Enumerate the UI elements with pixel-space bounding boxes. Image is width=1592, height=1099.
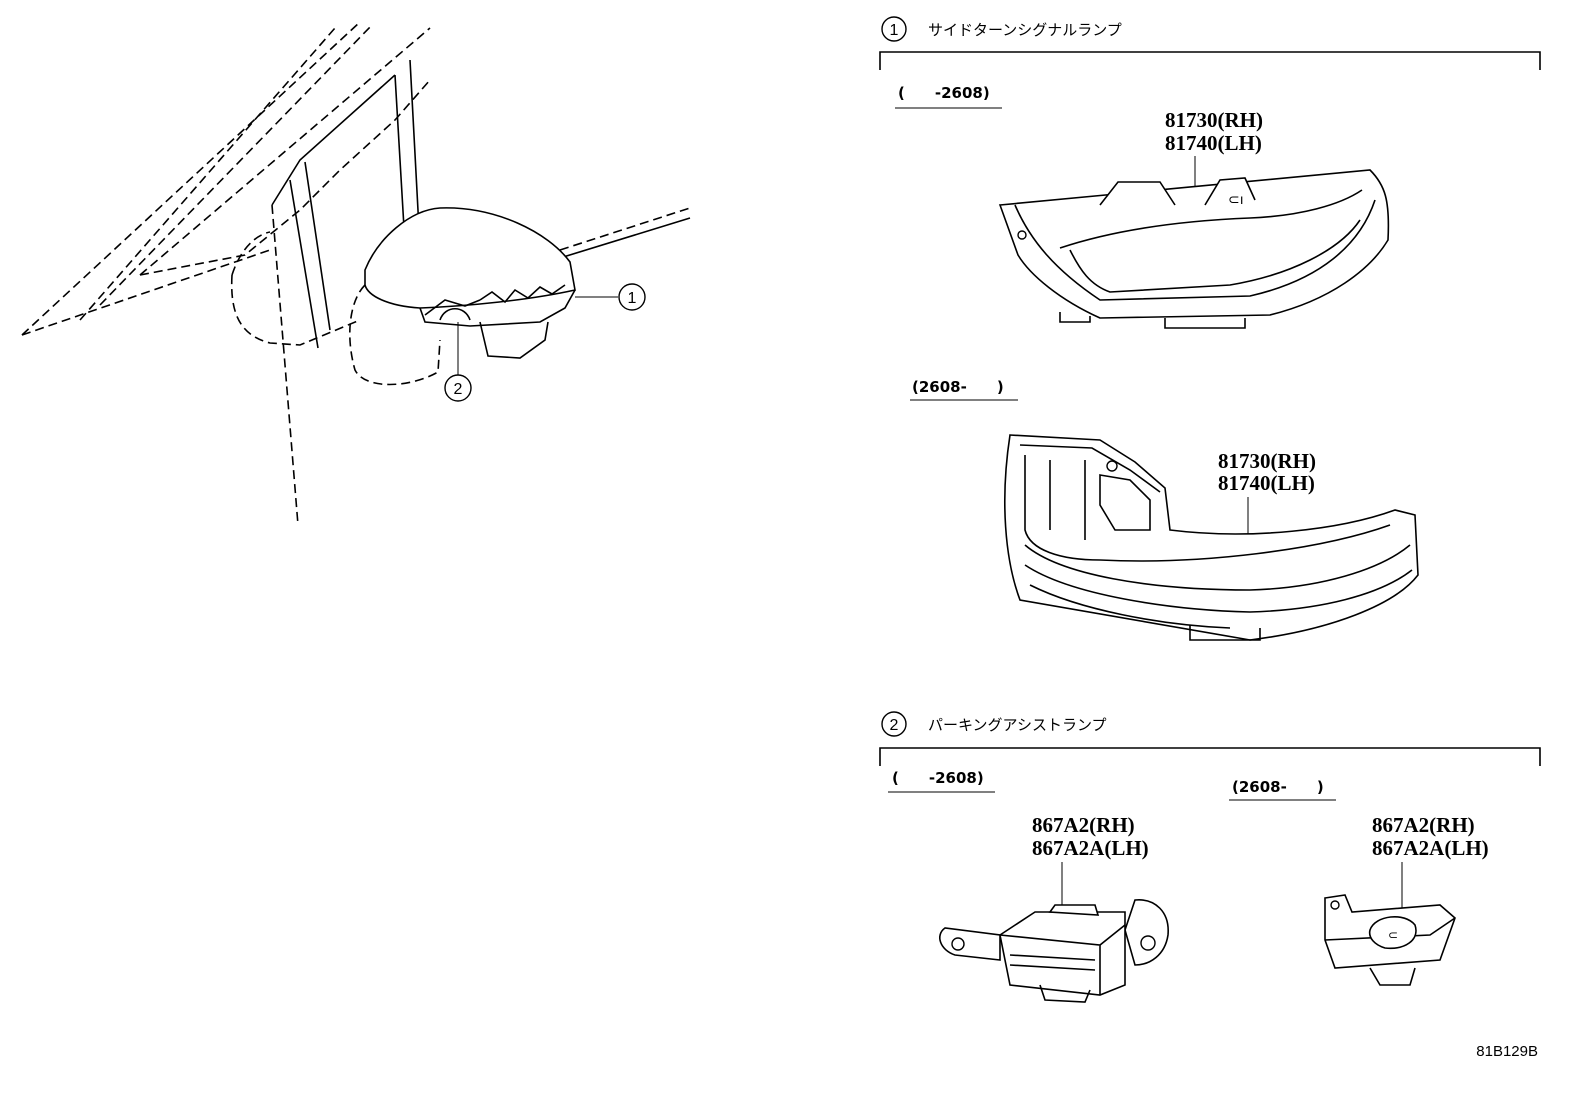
- section-2-number: 2: [890, 717, 899, 734]
- section-1-early-part-lh: 81740(LH): [1165, 131, 1262, 155]
- section-1-side-turn-signal-lamp: 1 サイドターンシグナルランプ ( -2608) 81730(RH) 81740…: [879, 16, 1541, 641]
- callout-1-circle: [618, 283, 646, 311]
- figure-code: 81B129B: [1476, 1043, 1538, 1060]
- callout-2-label: 2: [454, 381, 463, 398]
- section-2-range-early: ( -2608): [892, 769, 984, 787]
- section-1-range-early: ( -2608): [898, 84, 990, 102]
- turn-signal-lamp-late-drawing: [1004, 434, 1419, 641]
- section-1-late-part-lh: 81740(LH): [1218, 471, 1315, 495]
- turn-signal-lamp-early-drawing: ⊂ı: [998, 169, 1390, 329]
- section-1-range-late: (2608- ): [912, 378, 1004, 396]
- svg-text:⊂: ⊂: [1388, 928, 1398, 942]
- svg-text:⊂ı: ⊂ı: [1228, 191, 1244, 207]
- section-1-bracket: [879, 51, 1541, 70]
- section-2-number-circle: [881, 711, 907, 737]
- vehicle-mirror-overview: 1 2: [21, 21, 691, 526]
- section-2-bracket: [879, 747, 1541, 766]
- section-1-late-part-rh: 81730(RH): [1218, 449, 1316, 473]
- section-2-title: パーキングアシストランプ: [928, 716, 1107, 734]
- section-1-number: 1: [890, 22, 899, 39]
- parking-assist-lamp-early-drawing: [939, 899, 1169, 1003]
- parking-assist-lamp-late-drawing: ⊂: [1324, 894, 1456, 986]
- section-2-late-part-rh: 867A2(RH): [1372, 813, 1475, 837]
- section-1-number-circle: [881, 16, 907, 42]
- section-2-parking-assist-lamp: 2 パーキングアシストランプ ( -2608) 867A2(RH) 867A2A…: [879, 711, 1541, 1003]
- section-2-range-late: (2608- ): [1232, 778, 1324, 796]
- section-2-early-part-rh: 867A2(RH): [1032, 813, 1135, 837]
- callout-1-label: 1: [628, 290, 637, 307]
- section-2-early-part-lh: 867A2A(LH): [1032, 836, 1149, 860]
- callout-2-circle: [444, 374, 472, 402]
- section-1-early-part-rh: 81730(RH): [1165, 108, 1263, 132]
- section-1-title: サイドターンシグナルランプ: [928, 21, 1122, 39]
- section-2-late-part-lh: 867A2A(LH): [1372, 836, 1489, 860]
